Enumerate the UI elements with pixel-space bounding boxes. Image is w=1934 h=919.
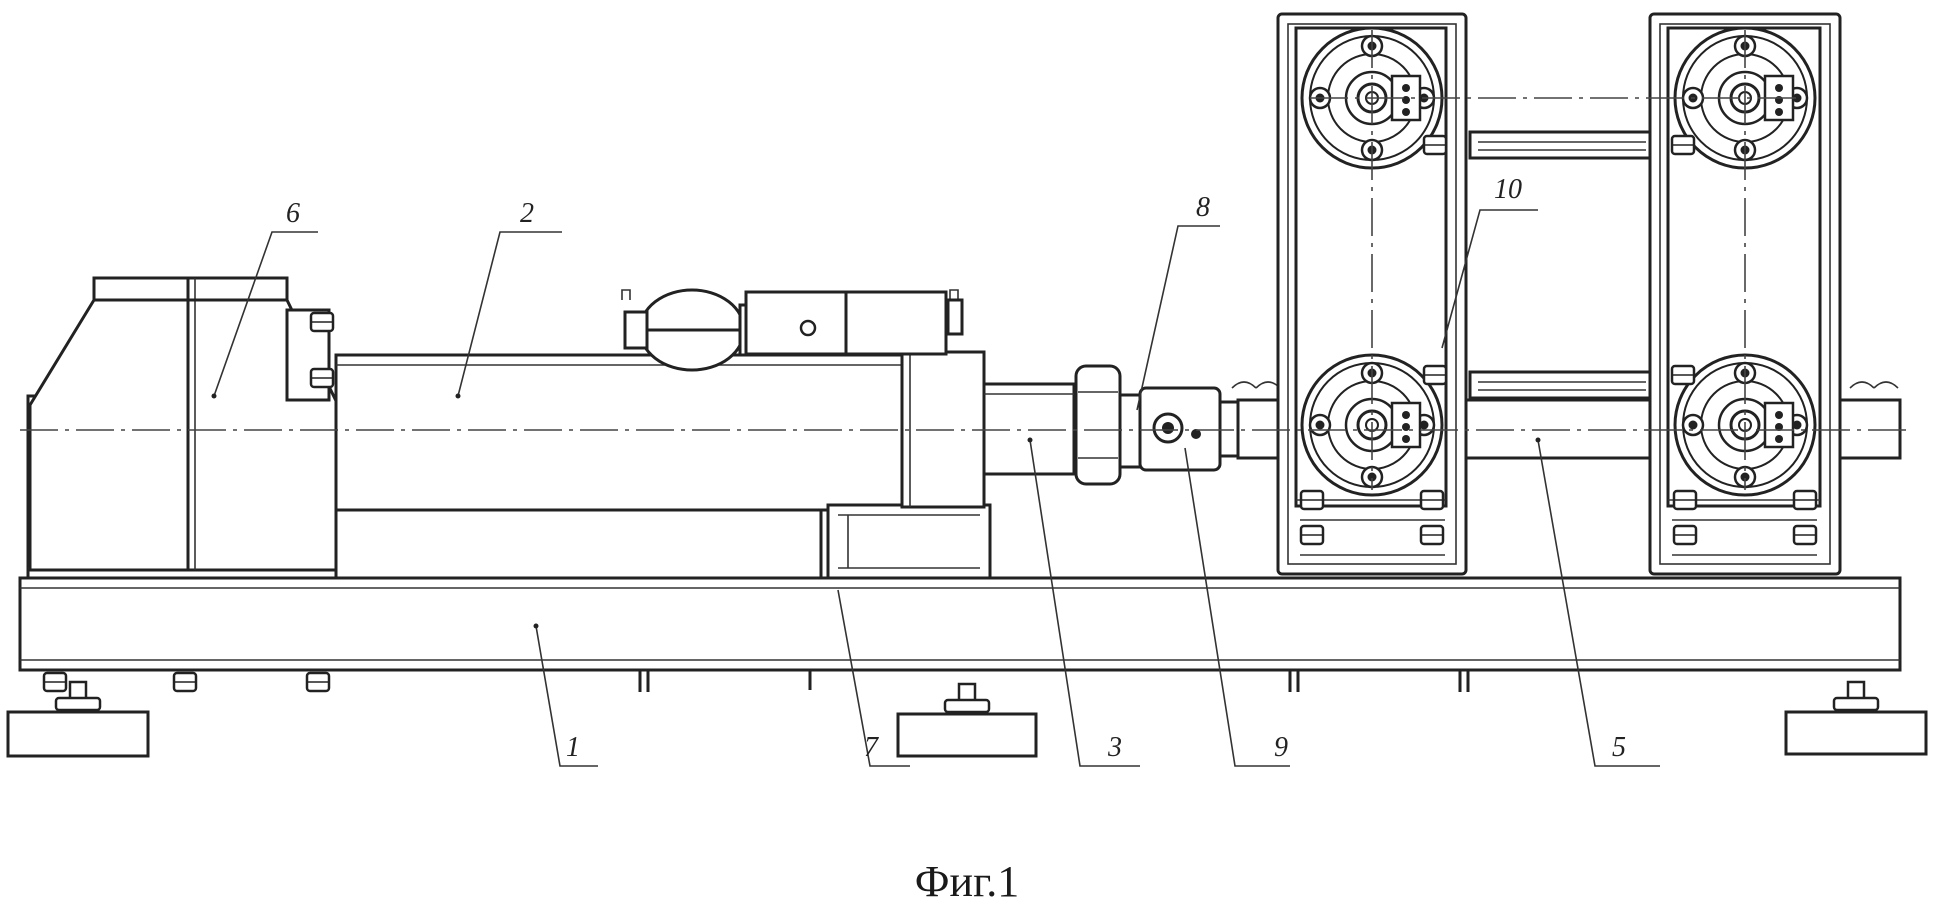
hydraulic-cylinder [334, 350, 1122, 580]
valve-block [621, 288, 964, 372]
label-3: 3 [1107, 732, 1122, 763]
roller-stand-left [1276, 12, 1468, 576]
leveling-feet [6, 680, 1928, 758]
leader-lines [213, 209, 1660, 767]
label-2: 2 [520, 198, 534, 229]
label-1: 1 [566, 732, 580, 763]
label-10: 10 [1494, 174, 1522, 205]
part-markers [211, 393, 1541, 629]
motor-housing [26, 276, 342, 580]
base-frame [18, 576, 1902, 693]
coupling [1118, 386, 1264, 472]
reference-numerals: 6 2 8 10 1 7 3 9 5 [286, 174, 1626, 763]
center-lines [20, 30, 1910, 490]
roller-stand-right [1648, 12, 1842, 576]
label-9: 9 [1274, 732, 1288, 763]
figure-caption: Фиг.1 [914, 857, 1020, 906]
label-5: 5 [1612, 732, 1626, 763]
label-7: 7 [864, 732, 879, 763]
label-8: 8 [1196, 192, 1210, 223]
label-6: 6 [286, 198, 300, 229]
